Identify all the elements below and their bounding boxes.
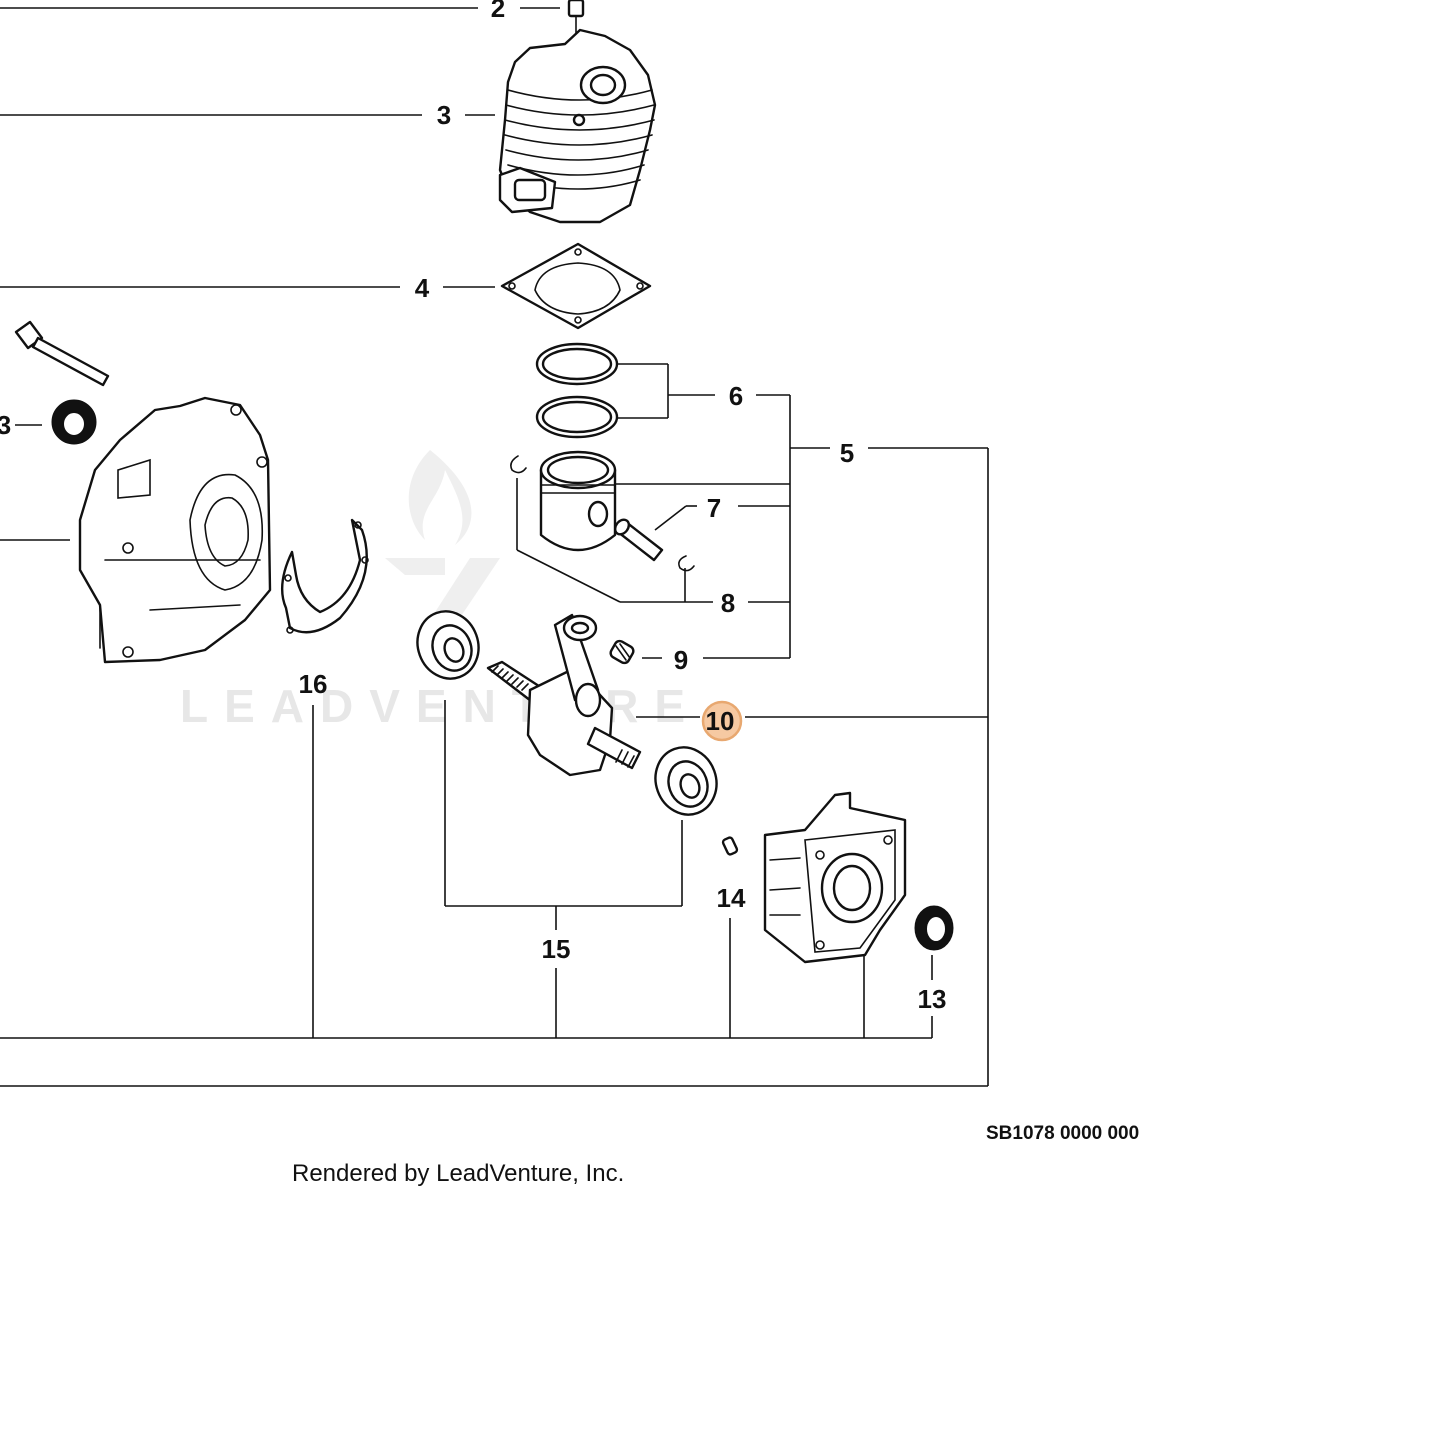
crankcase-right-part	[763, 791, 907, 964]
callout-13[interactable]: 13	[918, 984, 947, 1014]
callout-10-highlight[interactable]: 10	[701, 700, 743, 742]
crankcase-bolt-part	[14, 320, 110, 387]
callout-labels: 2 3 4 6 5 7 8 3 9 10 16 14 15 13	[0, 0, 946, 1014]
callout-5[interactable]: 5	[840, 438, 854, 468]
needle-bearing-part	[609, 639, 635, 665]
watermark-v-icon	[385, 558, 500, 640]
piston-rings-part	[535, 342, 619, 439]
drawing-code: SB1078 0000 000	[986, 1123, 1139, 1144]
oil-seal-left-part	[51, 399, 97, 445]
callout-9[interactable]: 9	[674, 645, 688, 675]
cylinder-gasket-part	[500, 242, 652, 330]
callout-7[interactable]: 7	[707, 493, 721, 523]
callout-14[interactable]: 14	[717, 883, 746, 913]
callout-3[interactable]: 3	[437, 100, 451, 130]
highlight-circle	[701, 700, 743, 742]
callout-2[interactable]: 2	[491, 0, 505, 23]
render-credit: Rendered by LeadVenture, Inc.	[292, 1160, 624, 1187]
main-bearing-left-part	[416, 610, 480, 680]
leader-lines	[0, 7, 989, 1087]
crankshaft-part	[486, 613, 642, 777]
crankcase-left-part	[78, 396, 272, 664]
oil-seal-right-part	[914, 905, 954, 951]
dowel-pin-part	[721, 836, 739, 856]
callout-8[interactable]: 8	[721, 588, 735, 618]
callout-10[interactable]: 10	[706, 706, 735, 736]
callout-16[interactable]: 16	[299, 669, 328, 699]
callout-4[interactable]: 4	[415, 273, 430, 303]
callout-left-partial[interactable]: 3	[0, 410, 11, 440]
cylinder-part	[498, 28, 657, 224]
crankcase-gasket-part	[280, 518, 369, 634]
callout-15[interactable]: 15	[542, 934, 571, 964]
piston-pin-part	[613, 518, 664, 562]
callout-6[interactable]: 6	[729, 381, 743, 411]
watermark-text: LEADVENTURE	[180, 680, 701, 732]
piston-part	[539, 450, 617, 552]
watermark-flame-icon	[408, 450, 472, 545]
main-bearing-right-part	[654, 746, 718, 816]
circlips-part	[510, 455, 695, 572]
